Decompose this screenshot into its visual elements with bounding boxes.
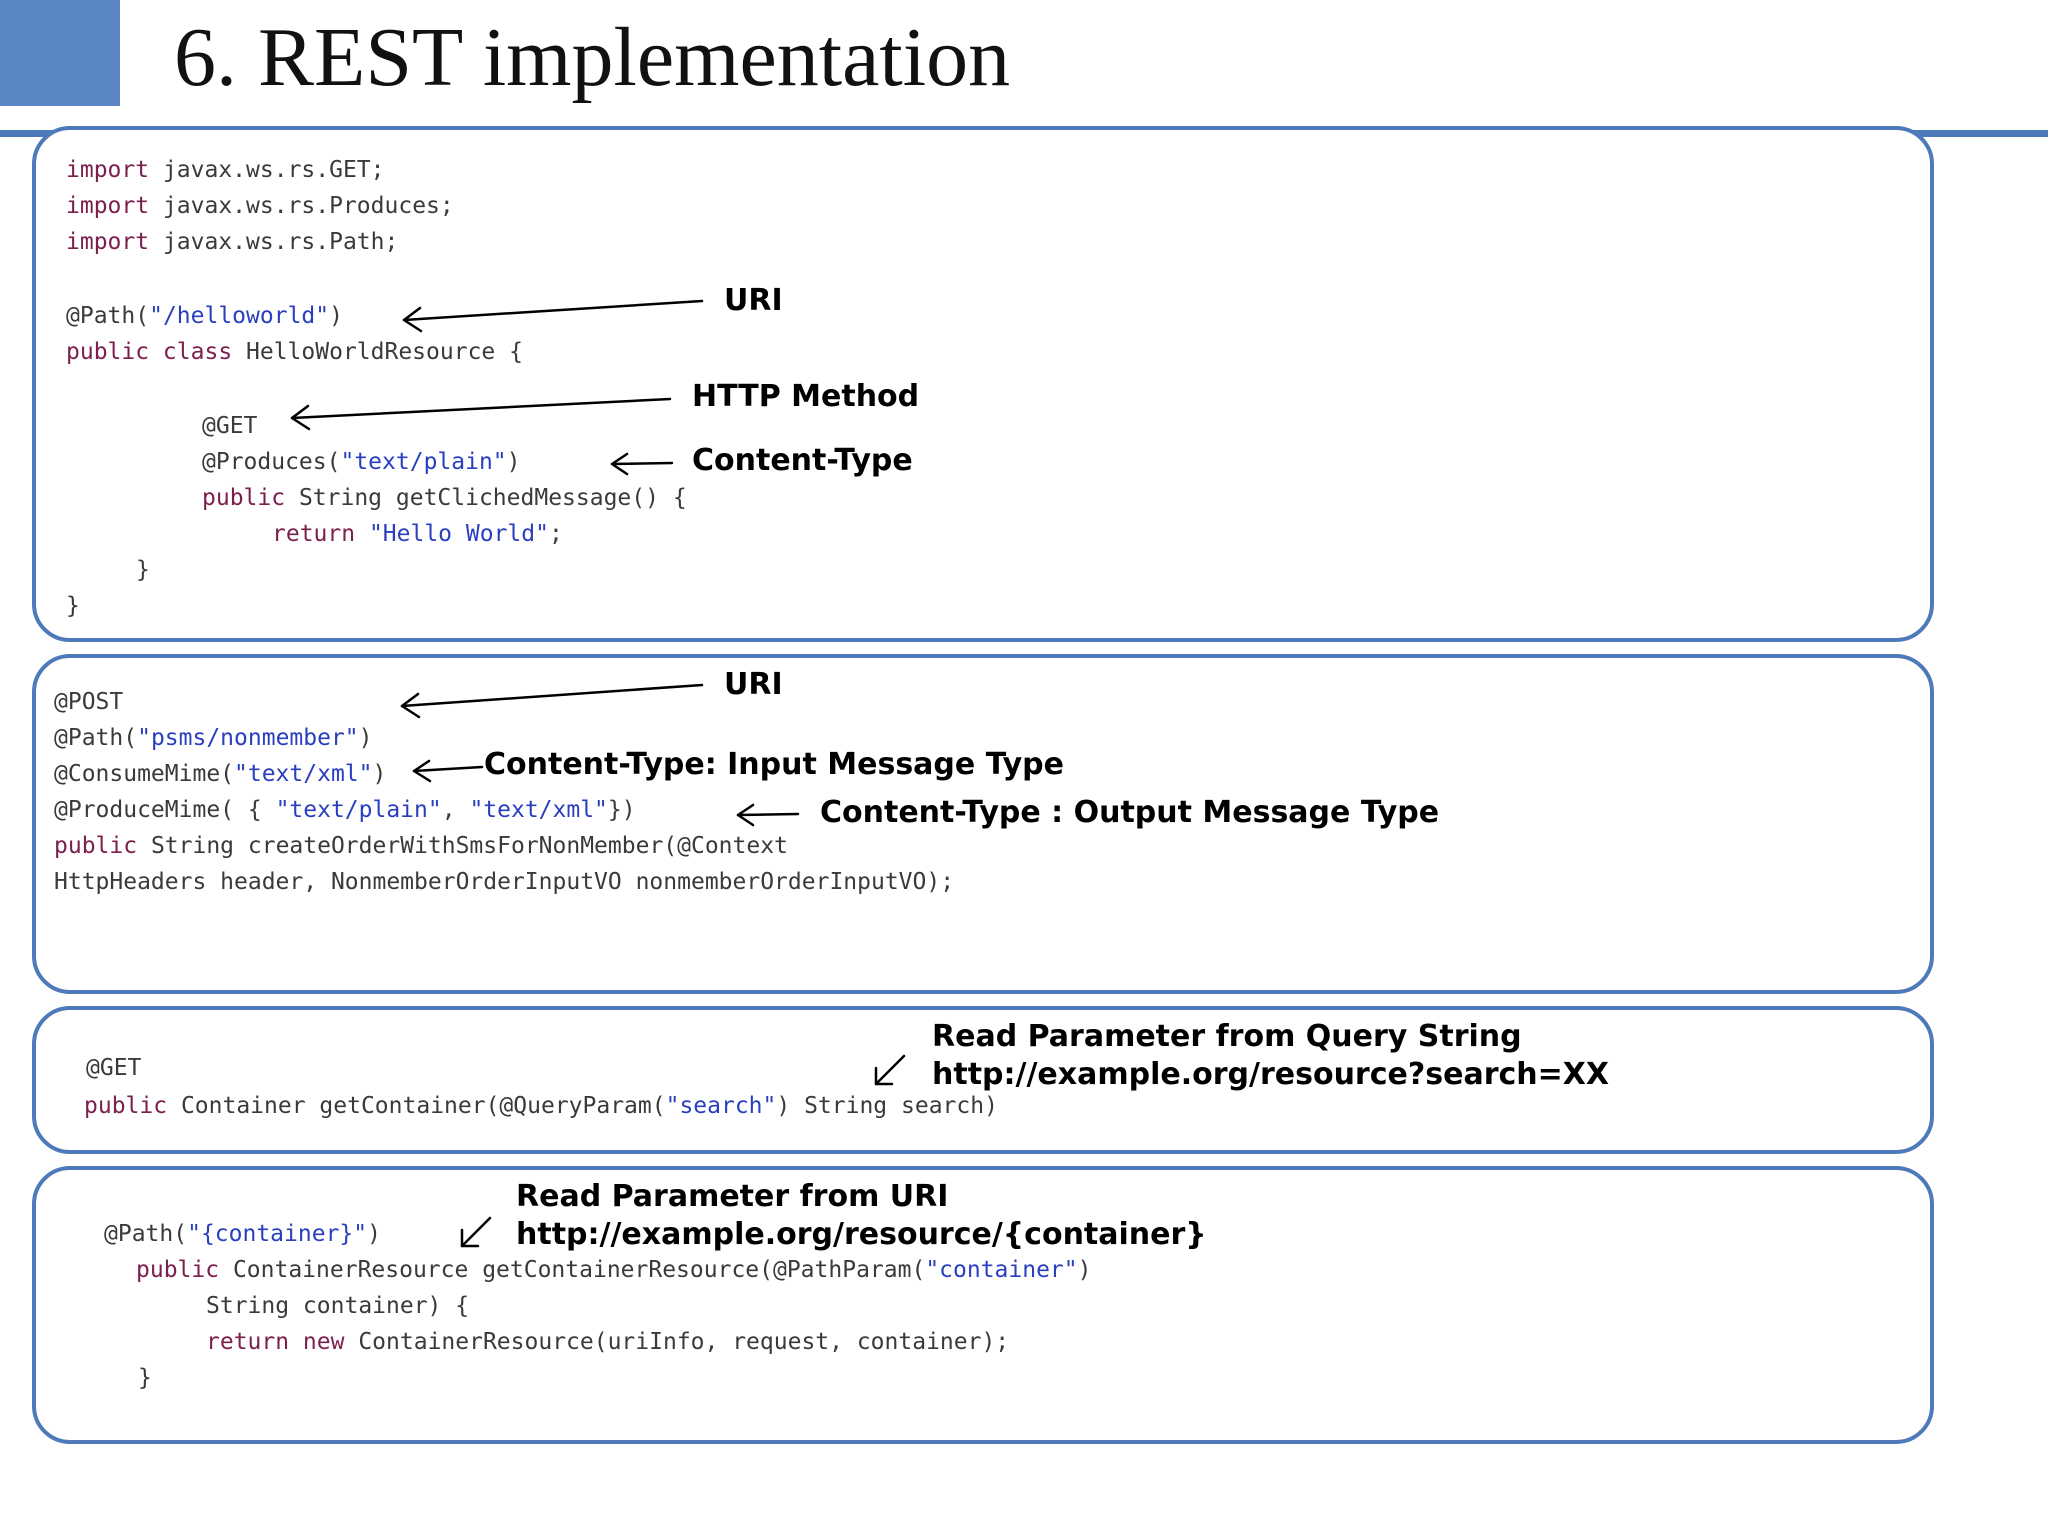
code-string: "text/plain": [340, 449, 507, 475]
code-line: @ConsumeMime("text/xml"): [54, 756, 386, 792]
code-line: @Path("/helloworld"): [66, 298, 343, 334]
code-text: ): [372, 761, 387, 787]
code-text: Container getContainer(@QueryParam(: [167, 1093, 666, 1119]
code-line: public class HelloWorldResource {: [66, 334, 523, 370]
annotation-output-type: Content-Type : Output Message Type: [820, 795, 1440, 830]
annotation-input-type: Content-Type: Input Message Type: [484, 747, 1064, 782]
code-text: }: [136, 557, 150, 583]
code-panel-post: [32, 654, 1934, 994]
code-panel-helloworld: [32, 126, 1934, 642]
code-keyword: public: [84, 1093, 168, 1119]
code-string: "text/xml": [234, 761, 373, 787]
code-string: "text/plain": [275, 797, 442, 823]
code-text: }): [607, 797, 636, 823]
code-keyword: public: [202, 485, 286, 511]
code-keyword: public: [54, 833, 138, 859]
code-string: "psms/nonmember": [137, 725, 359, 751]
annotation-content-type: Content-Type: [692, 443, 913, 478]
code-text: ;: [548, 521, 563, 547]
accent-block: [0, 0, 120, 106]
code-text: @POST: [54, 689, 124, 715]
code-text: @GET: [202, 413, 258, 439]
code-text: }: [66, 593, 80, 619]
code-line: public String createOrderWithSmsForNonMe…: [54, 828, 788, 864]
code-text: @Path(: [66, 303, 150, 329]
code-line: import javax.ws.rs.Path;: [66, 224, 398, 260]
code-keyword: import: [66, 229, 150, 255]
code-string: "search": [665, 1093, 777, 1119]
code-line: @GET: [86, 1050, 141, 1086]
code-string: "text/xml": [469, 797, 608, 823]
code-text: ContainerResource getContainerResource(@…: [219, 1257, 926, 1283]
code-text: HelloWorldResource {: [232, 339, 523, 365]
code-text: @GET: [86, 1055, 142, 1081]
annotation-uri: URI: [724, 283, 783, 318]
annotation-uri-param-url: http://example.org/resource/{container}: [516, 1217, 1207, 1252]
annotation-uri-param-title: Read Parameter from URI: [516, 1179, 949, 1214]
code-line: @Path("psms/nonmember"): [54, 720, 373, 756]
code-string: "Hello World": [355, 521, 549, 547]
annotation-query-title: Read Parameter from Query String: [932, 1019, 1522, 1054]
code-text: String container) {: [206, 1293, 470, 1319]
code-text: ): [367, 1221, 381, 1247]
code-text: ) String search): [776, 1093, 998, 1119]
code-text: ): [1077, 1257, 1092, 1283]
code-text: ): [358, 725, 373, 751]
code-keyword: import: [66, 193, 150, 219]
code-line: }: [138, 1360, 152, 1396]
code-text: HttpHeaders header, NonmemberOrderInputV…: [54, 869, 955, 895]
code-string: "container": [925, 1257, 1078, 1283]
code-line: return "Hello World";: [272, 516, 563, 552]
code-text: @Path(: [104, 1221, 188, 1247]
code-text: javax.ws.rs.Produces;: [149, 193, 454, 219]
code-line: public Container getContainer(@QueryPara…: [84, 1088, 998, 1124]
code-text: ,: [441, 797, 470, 823]
code-keyword: public class: [66, 339, 233, 365]
code-text: ): [329, 303, 343, 329]
slide-title: 6. REST implementation: [174, 11, 1011, 104]
code-text: @Produces(: [202, 449, 341, 475]
code-string: "{container}": [187, 1221, 368, 1247]
code-line: import javax.ws.rs.GET;: [66, 152, 385, 188]
annotation-uri: URI: [724, 667, 783, 702]
code-text: @ProduceMime( {: [54, 797, 276, 823]
code-line: @ProduceMime( { "text/plain", "text/xml"…: [54, 792, 636, 828]
code-line: public String getClichedMessage() {: [202, 480, 687, 516]
code-text: javax.ws.rs.Path;: [149, 229, 399, 255]
code-keyword: import: [66, 157, 150, 183]
code-text: String createOrderWithSmsForNonMember(@C…: [137, 833, 788, 859]
code-panel-queryparam: [32, 1006, 1934, 1154]
code-text: javax.ws.rs.GET;: [149, 157, 385, 183]
code-line: return new ContainerResource(uriInfo, re…: [206, 1324, 1009, 1360]
code-line: @GET: [202, 408, 257, 444]
code-line: String container) {: [206, 1288, 469, 1324]
code-keyword: return new: [206, 1329, 345, 1355]
code-text: }: [138, 1365, 152, 1391]
code-string: "/helloworld": [149, 303, 330, 329]
code-line: public ContainerResource getContainerRes…: [136, 1252, 1092, 1288]
code-text: ContainerResource(uriInfo, request, cont…: [344, 1329, 1010, 1355]
code-text: @ConsumeMime(: [54, 761, 235, 787]
annotation-http-method: HTTP Method: [692, 379, 920, 414]
code-text: @Path(: [54, 725, 138, 751]
code-line: @Path("{container}"): [104, 1216, 381, 1252]
annotation-query-url: http://example.org/resource?search=XX: [932, 1057, 1610, 1092]
code-line: import javax.ws.rs.Produces;: [66, 188, 454, 224]
code-line: }: [66, 588, 80, 624]
code-line: @Produces("text/plain"): [202, 444, 521, 480]
code-text: ): [506, 449, 521, 475]
code-keyword: return: [272, 521, 356, 547]
code-panel-pathparam: [32, 1166, 1934, 1444]
code-text: String getClichedMessage() {: [285, 485, 687, 511]
code-line: @POST: [54, 684, 123, 720]
code-keyword: public: [136, 1257, 220, 1283]
code-line: HttpHeaders header, NonmemberOrderInputV…: [54, 864, 954, 900]
code-line: }: [136, 552, 150, 588]
